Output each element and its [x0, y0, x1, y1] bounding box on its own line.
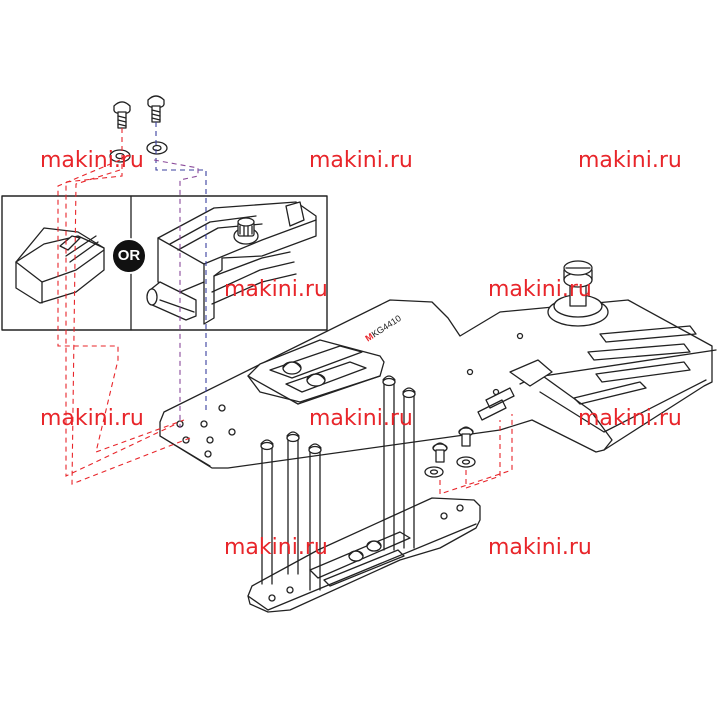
clamp-block-option — [16, 228, 104, 303]
watermark: makini.ru — [309, 406, 413, 431]
top-screw-right — [148, 96, 164, 122]
watermark: makini.ru — [224, 277, 328, 302]
watermark: makini.ru — [578, 148, 682, 173]
top-washers — [110, 142, 167, 162]
watermark: makini.ru — [40, 406, 144, 431]
watermark: makini.ru — [578, 406, 682, 431]
watermark: makini.ru — [40, 148, 144, 173]
lower-guide-plate — [248, 498, 480, 612]
slide-bracket-option — [147, 202, 316, 324]
watermark: makini.ru — [224, 535, 328, 560]
watermark: makini.ru — [488, 277, 592, 302]
watermark: makini.ru — [309, 148, 413, 173]
watermark: makini.ru — [488, 535, 592, 560]
middle-screws — [425, 427, 475, 477]
or-label: OR — [117, 247, 141, 264]
posts-left — [261, 432, 321, 590]
alignment-guides — [58, 122, 512, 494]
rear-thumbscrew — [548, 261, 608, 326]
main-plate — [160, 300, 716, 468]
or-circle — [112, 239, 146, 273]
posts-right — [383, 376, 415, 550]
adjuster-plate — [248, 340, 384, 404]
top-screw-left — [114, 102, 130, 128]
